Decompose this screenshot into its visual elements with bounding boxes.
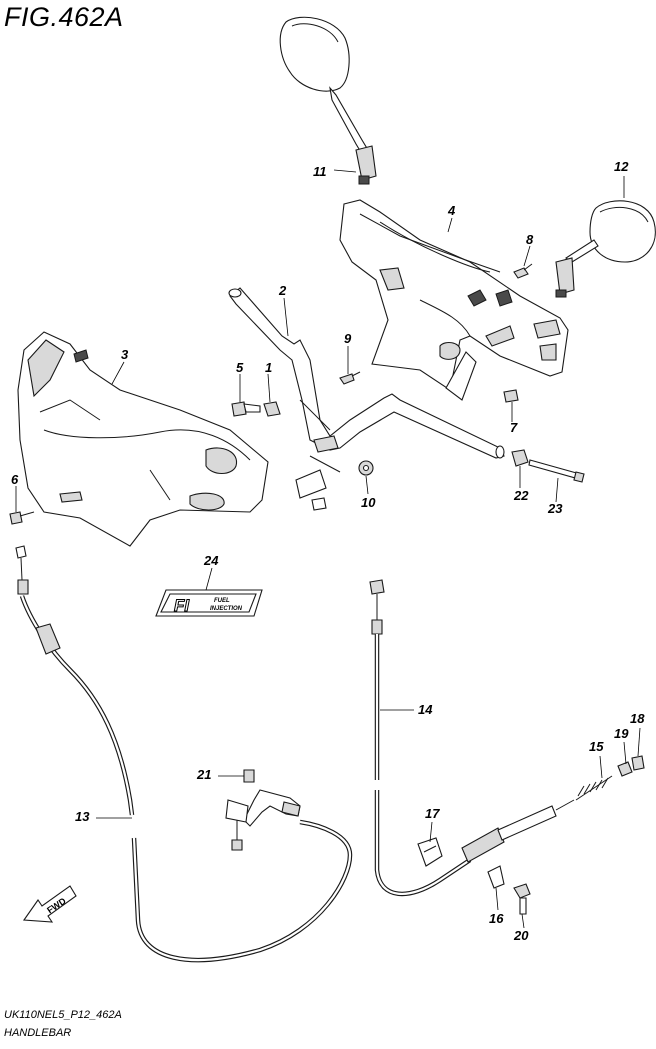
- nut-18: [631, 755, 645, 771]
- callout-4: 4: [448, 203, 456, 218]
- nut-19: [617, 761, 633, 777]
- callout-1: 1: [265, 360, 273, 375]
- callout-19: 19: [614, 726, 629, 741]
- screw-7: [503, 389, 519, 403]
- callout-11: 11: [313, 164, 327, 179]
- fi-emblem: FI FUEL INJECTION: [155, 589, 263, 617]
- callout-5: 5: [236, 360, 244, 375]
- bracket-21: [225, 769, 255, 851]
- model-code: UK110NEL5_P12_462A: [4, 1009, 122, 1021]
- bolt-23: [528, 459, 585, 483]
- callout-18: 18: [630, 711, 645, 726]
- callout-16: 16: [489, 911, 504, 926]
- washer-10: [358, 460, 374, 476]
- callout-12: 12: [614, 159, 629, 174]
- clamp-16: [487, 865, 505, 889]
- callout-15: 15: [589, 739, 604, 754]
- figure-title: FIG.462A: [4, 2, 124, 32]
- callout-20: 20: [514, 928, 529, 943]
- clamp-17: [417, 837, 443, 867]
- emblem-line1: FUEL: [214, 598, 230, 604]
- callout-21: 21: [197, 767, 212, 782]
- callout-8: 8: [526, 232, 534, 247]
- throttle-cable: [15, 545, 353, 963]
- nut-1: [263, 401, 281, 417]
- screw-8: [513, 263, 533, 279]
- callout-9: 9: [344, 331, 352, 346]
- callout-7: 7: [510, 420, 518, 435]
- handlebar: [228, 287, 505, 511]
- callout-17: 17: [425, 806, 440, 821]
- callout-14: 14: [418, 702, 433, 717]
- front-handlebar-cover: [17, 331, 269, 547]
- leader-lines: [15, 169, 641, 929]
- callout-22: 22: [514, 488, 529, 503]
- forward-direction-arrow: FWD: [22, 885, 77, 923]
- emblem-mark: FI: [174, 596, 190, 615]
- section-name: HANDLEBAR: [4, 1027, 72, 1039]
- right-mirror: [555, 200, 656, 298]
- callout-6: 6: [11, 472, 19, 487]
- callout-2: 2: [279, 283, 287, 298]
- callout-24: 24: [204, 553, 219, 568]
- weight-22: [511, 449, 529, 467]
- callout-13: 13: [75, 809, 90, 824]
- emblem-line2: INJECTION: [210, 606, 243, 612]
- rear-handlebar-cover: [339, 199, 569, 401]
- bolt-5: [231, 401, 261, 417]
- screw-9: [339, 371, 361, 385]
- brake-cable: [369, 579, 575, 897]
- bolt-20: [513, 883, 531, 915]
- spring-15: [575, 775, 613, 801]
- left-mirror: [279, 16, 377, 185]
- callout-3: 3: [121, 347, 129, 362]
- callout-10: 10: [361, 495, 376, 510]
- screw-6: [9, 511, 35, 525]
- callout-23: 23: [548, 501, 563, 516]
